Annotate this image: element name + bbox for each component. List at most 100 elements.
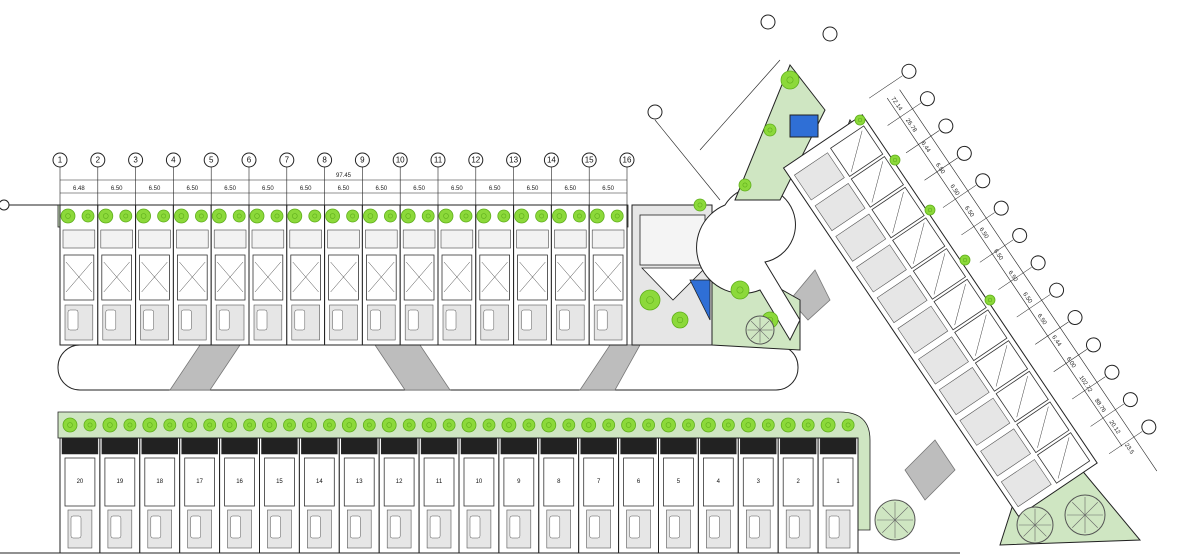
tree-trunk-mark xyxy=(745,422,752,428)
tree-trunk-mark xyxy=(705,422,712,428)
tree xyxy=(522,418,536,432)
grid-bubble xyxy=(619,152,635,168)
bottom-row-unit: 19 xyxy=(99,437,141,554)
tree-canopy xyxy=(552,208,567,224)
diagonal-dimension: 6.50 xyxy=(992,248,1004,262)
tree-canopy xyxy=(763,123,777,137)
top-row-unit xyxy=(513,204,552,346)
bottom-row-unit: 7 xyxy=(578,437,620,554)
tree-trunk-mark xyxy=(767,127,773,133)
tree-trunk-mark xyxy=(387,213,393,219)
grid-bubble xyxy=(543,152,559,168)
tree-trunk-mark xyxy=(506,422,512,428)
tree xyxy=(820,417,836,433)
tree xyxy=(442,418,456,432)
tree xyxy=(461,417,477,433)
unit-terrace xyxy=(289,229,322,249)
unit-number: 9 xyxy=(517,479,521,485)
diagonal-unit-diag xyxy=(1016,375,1028,418)
grid-label: 7 xyxy=(285,156,290,165)
playground xyxy=(639,214,706,266)
tree-canopy xyxy=(157,209,171,223)
tree-trunk-mark xyxy=(697,202,703,208)
large-tree-branch xyxy=(1084,514,1098,528)
tree-canopy xyxy=(62,417,78,433)
bay-dimension: 6.50 xyxy=(149,186,161,192)
tree xyxy=(589,208,605,224)
top-row-unit xyxy=(210,204,250,346)
unit-number: 20 xyxy=(77,479,84,485)
tree-canopy xyxy=(83,418,97,432)
diagonal-unit-parking xyxy=(897,305,949,354)
unit-dark-band xyxy=(700,437,737,455)
tree xyxy=(497,209,511,223)
parked-car xyxy=(589,515,600,539)
tree xyxy=(163,418,177,432)
tree-trunk-mark xyxy=(236,213,242,219)
tree-trunk-mark xyxy=(501,213,507,219)
parked-car xyxy=(828,515,840,539)
bay-dimension: 6.50 xyxy=(451,186,463,192)
tree-canopy xyxy=(581,417,597,433)
tree-canopy xyxy=(761,418,775,432)
tree-canopy xyxy=(249,208,265,224)
tree-canopy xyxy=(730,280,750,300)
grid-bubble xyxy=(392,152,408,168)
unit-terrace xyxy=(554,229,587,249)
tree-trunk-mark xyxy=(426,422,432,428)
tree-trunk-mark xyxy=(247,422,252,428)
tree xyxy=(322,418,336,432)
grid-bubble xyxy=(430,152,446,168)
unit-house xyxy=(463,457,495,507)
tree-canopy xyxy=(203,418,217,432)
unit-dark-band xyxy=(341,437,378,455)
parked-car xyxy=(596,309,608,331)
unit-terrace xyxy=(440,229,474,249)
tree-trunk-mark xyxy=(463,213,469,219)
diagonal-unit-diag xyxy=(975,314,987,356)
diagonal-grid-bubble xyxy=(1049,282,1065,298)
tree-trunk-mark xyxy=(216,213,222,219)
parked-car xyxy=(629,515,640,539)
tree-canopy xyxy=(102,417,118,433)
tree xyxy=(693,198,707,212)
grid-bubble xyxy=(760,14,776,30)
large-tree-branch xyxy=(1034,513,1047,526)
parked-car xyxy=(70,515,82,539)
tree-canopy xyxy=(421,417,437,433)
bay-dimension: 6.50 xyxy=(602,186,614,192)
grid-label: 10 xyxy=(396,156,405,165)
bay-dimension: 6.48 xyxy=(73,186,85,192)
tree-canopy xyxy=(780,417,796,433)
unit-number: 11 xyxy=(436,479,443,485)
diagonal-grid-bubble xyxy=(919,91,935,107)
tree xyxy=(381,417,397,433)
tree-trunk-mark xyxy=(443,213,449,219)
unit-number: 18 xyxy=(156,479,163,485)
unit-number: 13 xyxy=(356,479,363,485)
diagonal-grid-line xyxy=(905,130,940,154)
top-row-unit xyxy=(59,204,99,346)
tree-trunk-mark xyxy=(481,213,487,219)
unit-terrace xyxy=(402,229,436,249)
top-row-unit xyxy=(361,204,401,346)
diagonal-unit-diag xyxy=(1037,406,1049,448)
unit-terrace xyxy=(176,229,209,249)
tree-trunk-mark xyxy=(266,422,273,428)
large-tree-branch xyxy=(1023,524,1036,537)
unit-dark-band xyxy=(221,437,258,455)
bay-dimension: 6.50 xyxy=(564,186,576,192)
unit-stair-diag-2 xyxy=(217,261,244,293)
tree-trunk-mark xyxy=(546,422,552,428)
tree-canopy xyxy=(854,114,866,126)
tree-canopy xyxy=(459,209,473,223)
top-row-unit xyxy=(588,204,628,346)
diagonal-grid-bubble xyxy=(1012,227,1028,243)
parked-car xyxy=(332,309,343,331)
unit-terrace xyxy=(365,229,398,249)
tree-canopy xyxy=(123,418,137,432)
diagonal-grid-line xyxy=(1108,431,1143,455)
bay-dimension: 6.50 xyxy=(300,186,312,192)
